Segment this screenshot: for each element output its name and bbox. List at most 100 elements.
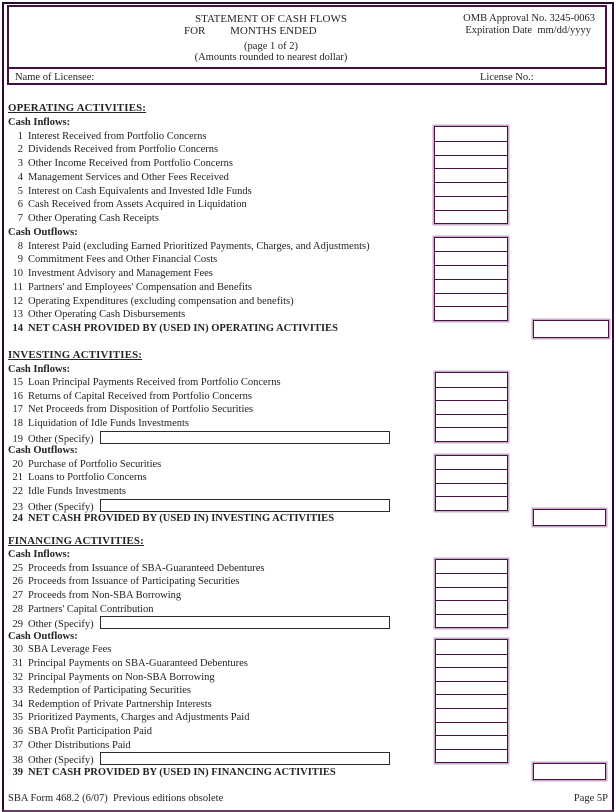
line-number: 3 [17,158,23,169]
amount-field-line-20[interactable] [436,455,507,470]
line-number: 33 [12,685,24,697]
form-header: STATEMENT OF CASH FLOWS FOR MONTHS ENDED… [7,5,607,85]
net-amount-field-line-39[interactable] [533,762,606,780]
amount-field-line-25[interactable] [436,559,507,574]
line-label: Other Operating Cash Disbursements [28,309,186,321]
amount-field-line-34[interactable] [436,694,507,708]
line-number: 23 [12,501,24,513]
subsection-heading-row: Cash Outflows: [8,444,428,457]
line-label: Other Distributions Paid [28,739,131,751]
line-label: SBA Profit Participation Paid [28,725,152,737]
line-label: Management Services and Other Fees Recei… [28,171,229,183]
line-number: 17 [12,404,24,416]
amount-field-line-7[interactable] [435,209,507,224]
amount-field-line-36[interactable] [436,721,507,736]
amount-field-line-27[interactable] [436,586,507,601]
amount-field-line-28[interactable] [436,600,507,614]
amount-field-line-15[interactable] [436,373,507,387]
amount-field-line-38[interactable] [436,748,507,763]
amount-field-line-13[interactable] [435,306,507,320]
amount-field-line-35[interactable] [436,707,507,722]
line-number: 38 [12,755,24,767]
line-number: 25 [12,562,24,574]
amount-field-line-8[interactable] [435,237,507,252]
section-heading-row: INVESTING ACTIVITIES: [8,349,428,362]
other-specify-input-line-38[interactable] [99,752,390,766]
amount-field-line-12[interactable] [435,292,507,307]
line-label: Other (Specify) [28,433,94,445]
line-label: Partners' Capital Contribution [28,603,154,615]
amount-field-line-2[interactable] [435,140,507,155]
amount-field-line-22[interactable] [436,482,507,497]
line-label: Idle Funds Investments [28,486,126,497]
line-number: 37 [12,739,24,751]
amount-field-line-30[interactable] [436,640,507,654]
subsection-heading: Cash Inflows: [8,363,71,375]
line-number: 13 [12,309,24,321]
omb-approval-text: OMB Approval No. 3245-0063 [463,13,595,24]
line-label: Partners' and Employees' Compensation an… [28,281,252,293]
amount-field-line-4[interactable] [435,168,507,182]
amount-field-line-18[interactable] [436,413,507,428]
other-specify-input-line-23[interactable] [99,498,390,512]
amount-field-line-10[interactable] [435,265,507,279]
line-label: Other (Specify) [28,619,94,631]
amount-field-line-16[interactable] [436,386,507,401]
amount-field-line-23[interactable] [436,496,507,510]
subsection-heading-row: Cash Inflows: [8,548,428,561]
line-number: 16 [12,390,24,402]
line-number: 10 [12,268,24,279]
amount-field-line-17[interactable] [436,400,507,414]
amount-field-line-1[interactable] [435,127,507,141]
line-number: 27 [12,589,24,601]
form-line-17: 17 Net Proceeds from Disposition of Portf… [8,403,428,416]
other-specify-input-line-29[interactable] [99,616,390,630]
amount-field-line-26[interactable] [436,573,507,587]
amount-field-line-11[interactable] [435,278,507,293]
other-specify-input-line-19[interactable] [99,430,390,444]
section-heading: OPERATING ACTIVITIES: [8,102,147,114]
amount-field-line-32[interactable] [436,667,507,681]
line-label: Prioritized Payments, Charges and Adjust… [28,712,250,724]
line-number: 5 [17,185,23,197]
line-label: Proceeds from Issuance of Participating … [28,576,240,588]
form-line-23: 23 Other (Specify) [8,498,428,513]
amount-field-line-33[interactable] [436,680,507,695]
amount-field-line-3[interactable] [435,154,507,169]
line-label: Net Proceeds from Disposition of Portfol… [28,404,254,416]
line-label: Loan Principal Payments Received from Po… [28,377,281,389]
net-amount-field-line-14[interactable] [533,320,609,338]
subsection-heading: Cash Inflows: [8,116,71,128]
line-number: 39 [12,766,24,778]
amount-box-column [435,372,508,442]
line-number: 21 [12,472,24,484]
amount-field-line-21[interactable] [436,469,507,483]
amount-field-line-37[interactable] [436,735,507,749]
amount-field-line-31[interactable] [436,653,507,668]
line-label: SBA Leverage Fees [28,644,112,656]
line-label: Principal Payments on SBA-Guaranteed Deb… [28,657,248,669]
amount-field-line-29[interactable] [436,613,507,628]
amount-field-line-19[interactable] [436,427,507,441]
line-label: Other (Specify) [28,501,94,513]
net-amount-field-line-24[interactable] [533,508,606,526]
line-label: Other (Specify) [28,755,94,767]
amount-box-column [435,454,508,511]
amount-field-line-5[interactable] [435,182,507,196]
amount-box-column [435,558,508,629]
amount-field-line-6[interactable] [435,195,507,210]
line-number: 34 [12,698,24,710]
form-line-13: 13 Other Operating Cash Disbursements [8,308,428,321]
amount-box-column [434,236,508,321]
expiration-date-text: Expiration Date mm/dd/yyyy [465,25,591,36]
amount-field-line-9[interactable] [435,251,507,265]
